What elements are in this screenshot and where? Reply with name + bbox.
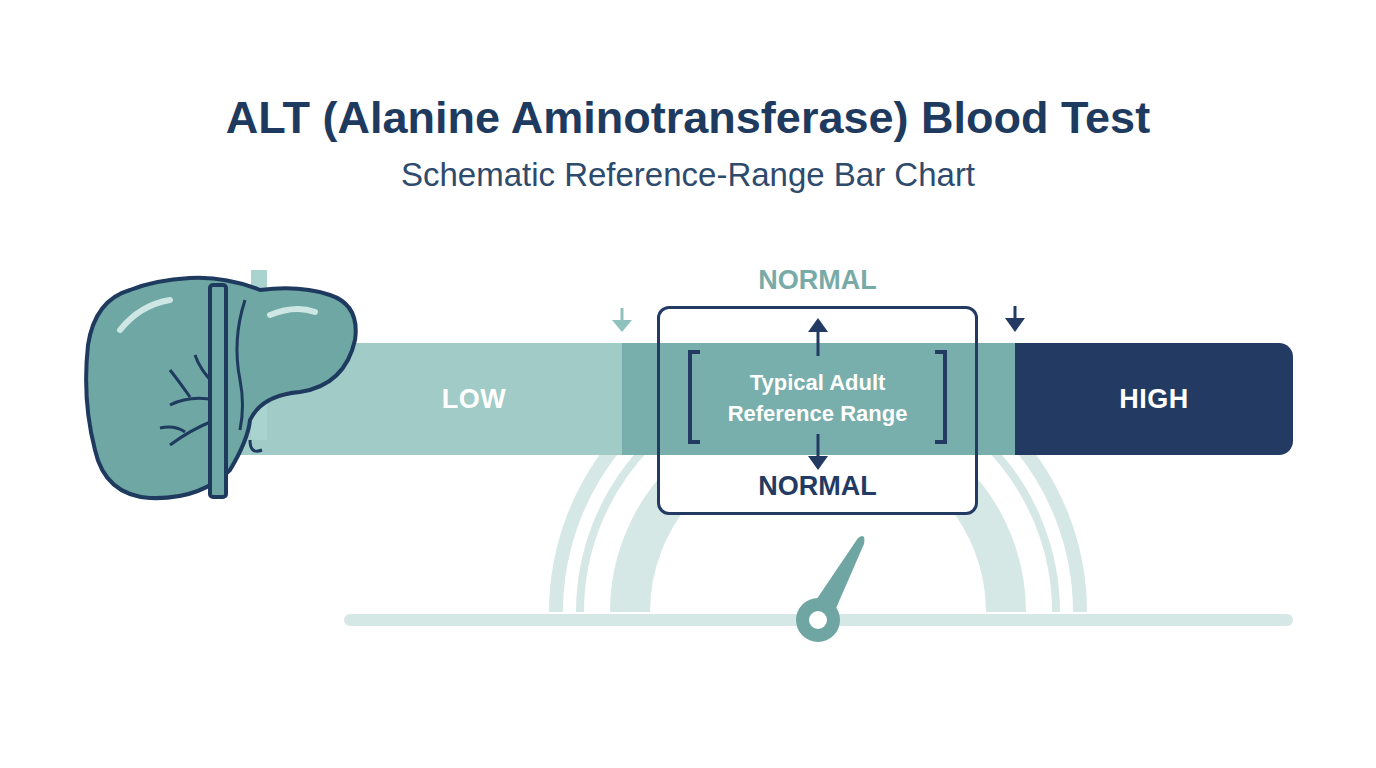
gauge-needle [796,536,864,642]
high-band: HIGH [1015,343,1293,455]
range-arrow [808,318,828,470]
boundary-arrow [612,306,1025,332]
range-bracket [690,352,945,442]
range-footer: NORMAL [660,471,975,502]
band-label: LOW [442,384,506,415]
liver-illustration [86,270,356,498]
normal-segment [622,343,1016,455]
low-band: LOW [240,343,622,455]
box-fill [659,455,976,513]
reference-range-box: NORMALTypical Adult Reference RangeNORMA… [657,306,978,515]
band-label: HIGH [1119,384,1189,415]
chart-subtitle: Schematic Reference-Range Bar Chart [0,156,1376,194]
chart-title: ALT (Alanine Aminotransferase) Blood Tes… [0,92,1376,144]
range-heading: NORMAL [660,265,975,296]
range-text: Typical Adult Reference Range [708,367,927,429]
